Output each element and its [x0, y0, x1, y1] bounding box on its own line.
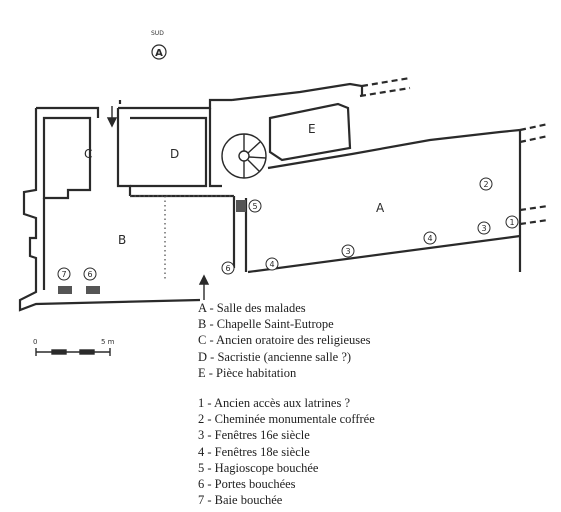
tower-wall [208, 108, 222, 188]
marker-2: 2 [479, 177, 493, 191]
legend-features: 1 - Ancien accès aux latrines ? 2 - Chem… [198, 395, 375, 508]
outer-wall-south-a [247, 234, 521, 274]
legend-feature-6: 6 - Portes bouchées [198, 476, 296, 491]
marker-5: 5 [248, 199, 262, 213]
legend-feature-1: 1 - Ancien accès aux latrines ? [198, 396, 351, 410]
corridor-east [519, 122, 549, 226]
outer-wall-north-tower [231, 82, 364, 102]
marker-4: 4 [423, 231, 437, 245]
north-arrow-letter: A [155, 48, 163, 59]
legend-room-a: A - Salle des malades [198, 301, 306, 315]
wall-c-d [116, 108, 132, 196]
marker-3: 3 [477, 221, 491, 235]
room-label-e: E [308, 122, 316, 136]
svg-text:3: 3 [345, 247, 350, 256]
hagioscope-hatch [236, 200, 246, 212]
marker-3: 3 [341, 244, 355, 258]
outer-wall-west [18, 108, 201, 312]
blocked-door-hatch [86, 286, 100, 294]
room-e-walls [268, 102, 352, 162]
legend-feature-3: 3 - Fenêtres 16e siècle [198, 428, 310, 443]
svg-text:6: 6 [225, 264, 230, 273]
dotted-partition [130, 195, 234, 280]
marker-4: 4 [265, 257, 279, 271]
room-d-walls [130, 116, 208, 188]
marker-6: 6 [221, 261, 235, 275]
legend-room-e: E - Pièce habitation [198, 365, 297, 380]
legend-feature-2: 2 - Cheminée monumentale coffrée [198, 412, 375, 427]
marker-1: 1 [505, 215, 519, 229]
marker-6: 6 [83, 267, 97, 281]
scale-end-label: 5 m [101, 338, 115, 346]
legend-room-d: D - Sacristie (ancienne salle ?) [198, 349, 352, 364]
svg-text:1: 1 [509, 218, 514, 227]
marker-7: 7 [57, 267, 71, 281]
north-label: SUD [151, 30, 164, 37]
north-arrow-icon: A [151, 44, 167, 60]
legend-room-c: C - Ancien oratoire des religieuses [198, 333, 371, 348]
legend-feature-4: 4 - Fenêtres 18e siècle [198, 444, 310, 459]
svg-text:7: 7 [61, 270, 66, 279]
svg-text:3: 3 [481, 224, 486, 233]
svg-text:2: 2 [483, 180, 488, 189]
blocked-door-hatch [58, 286, 72, 294]
room-label-a: A [376, 201, 385, 215]
scale-start-label: 0 [33, 338, 38, 346]
svg-text:4: 4 [427, 234, 432, 243]
room-label-b: B [118, 233, 126, 247]
outer-wall-north-a [267, 128, 521, 170]
svg-text:6: 6 [87, 270, 92, 279]
legend-room-b: B - Chapelle Saint-Eutrope [198, 317, 334, 332]
legend-feature-5: 5 - Hagioscope bouchée [198, 460, 319, 475]
outer-wall-north-west [36, 98, 232, 118]
svg-text:4: 4 [269, 260, 274, 269]
legend-feature-7: 7 - Baie bouchée [198, 493, 283, 508]
corridor-north [359, 76, 411, 98]
room-label-c: C [84, 147, 92, 161]
legend-rooms: A - Salle des malades B - Chapelle Saint… [198, 300, 371, 381]
room-label-d: D [170, 147, 179, 161]
svg-text:5: 5 [252, 202, 257, 211]
